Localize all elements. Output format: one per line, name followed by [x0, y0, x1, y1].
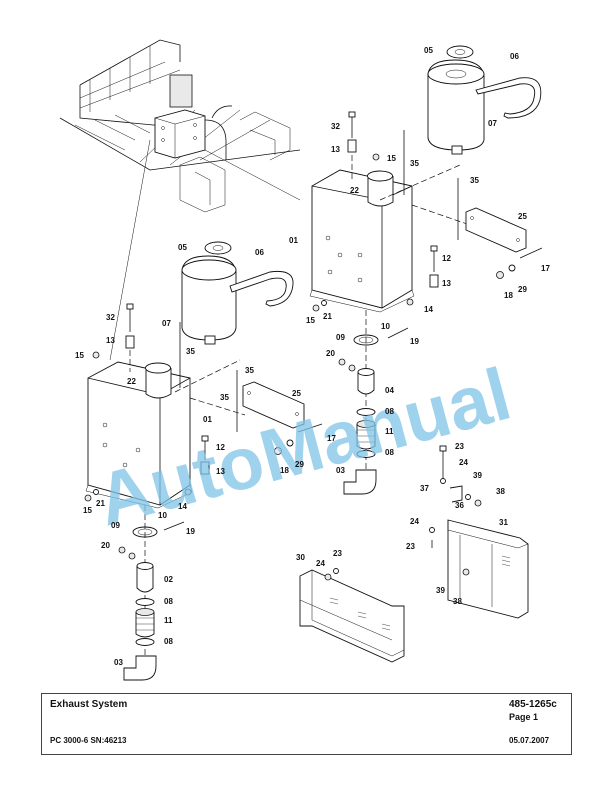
callout: 21	[96, 499, 105, 508]
callout: 31	[499, 518, 508, 527]
callout: 07	[488, 119, 497, 128]
callout: 04	[385, 386, 394, 395]
callout: 02	[164, 575, 173, 584]
callout: 24	[316, 559, 325, 568]
callout: 09	[336, 333, 345, 342]
callout: 08	[164, 597, 173, 606]
callout: 29	[518, 285, 527, 294]
callout: 35	[470, 176, 479, 185]
document-number: 485-1265c	[509, 699, 557, 710]
callout: 35	[186, 347, 195, 356]
callout: 25	[518, 212, 527, 221]
callout: 15	[387, 154, 396, 163]
callout: 17	[327, 434, 336, 443]
callout: 05	[178, 243, 187, 252]
callout: 24	[410, 517, 419, 526]
callout: 37	[420, 484, 429, 493]
callout: 08	[164, 637, 173, 646]
callout: 32	[331, 122, 340, 131]
callout: 19	[186, 527, 195, 536]
callout: 17	[541, 264, 550, 273]
callout: 35	[245, 366, 254, 375]
callout: 18	[280, 466, 289, 475]
upper-assembly	[309, 45, 543, 495]
callout: 03	[336, 466, 345, 475]
callout: 14	[424, 305, 433, 314]
callout: 15	[83, 506, 92, 515]
callout: 29	[295, 460, 304, 469]
callout: 11	[164, 616, 173, 625]
callout: 13	[106, 336, 115, 345]
machine-model: PC 3000-6 SN:46213	[50, 736, 127, 745]
callout: 38	[496, 487, 505, 496]
callout: 32	[106, 313, 115, 322]
callout: 35	[410, 159, 419, 168]
callout: 22	[127, 377, 136, 386]
callout: 22	[350, 186, 359, 195]
callout: 25	[292, 389, 301, 398]
callout: 12	[442, 254, 451, 263]
page-number: Page 1	[509, 712, 539, 722]
callout: 14	[178, 502, 187, 511]
drawing-title: Exhaust System	[50, 699, 128, 710]
callout: 20	[101, 541, 110, 550]
callout: 07	[162, 319, 171, 328]
callout: 21	[323, 312, 332, 321]
callout: 12	[216, 443, 225, 452]
callout: 08	[385, 448, 394, 457]
callout: 01	[289, 236, 298, 245]
callout: 03	[114, 658, 123, 667]
callout: 13	[331, 145, 340, 154]
document-date: 05.07.2007	[509, 736, 550, 745]
callout: 19	[410, 337, 419, 346]
callout: 01	[203, 415, 212, 424]
callout: 05	[424, 46, 433, 55]
callout: 39	[436, 586, 445, 595]
callout: 11	[385, 427, 394, 436]
callout: 06	[255, 248, 264, 257]
callout: 15	[75, 351, 84, 360]
callout: 13	[216, 467, 225, 476]
callout: 18	[504, 291, 513, 300]
callout: 35	[220, 393, 229, 402]
guard-assemblies	[299, 445, 529, 663]
callout: 36	[455, 501, 464, 510]
callout: 39	[473, 471, 482, 480]
callout: 13	[442, 279, 451, 288]
callout: 20	[326, 349, 335, 358]
callout: 23	[406, 542, 415, 551]
title-block: Exhaust System 485-1265c Page 1 PC 3000-…	[41, 693, 572, 755]
callout: 08	[385, 407, 394, 416]
callout: 06	[510, 52, 519, 61]
callout: 10	[158, 511, 167, 520]
callout: 10	[381, 322, 390, 331]
callout: 24	[459, 458, 468, 467]
callout: 09	[111, 521, 120, 530]
callout: 38	[453, 597, 462, 606]
machine-overview-sketch	[59, 39, 301, 361]
callout: 23	[333, 549, 342, 558]
part-callouts: 05 06 07 32 13 15 35 22 01 35 25 12 13 1…	[75, 46, 550, 667]
callout: 15	[306, 316, 315, 325]
exhaust-system-exploded-diagram: AutoManual 05 06 07 32 13 15 35 22 01 35…	[59, 39, 550, 681]
lower-assembly	[84, 241, 323, 681]
callout: 30	[296, 553, 305, 562]
callout: 23	[455, 442, 464, 451]
